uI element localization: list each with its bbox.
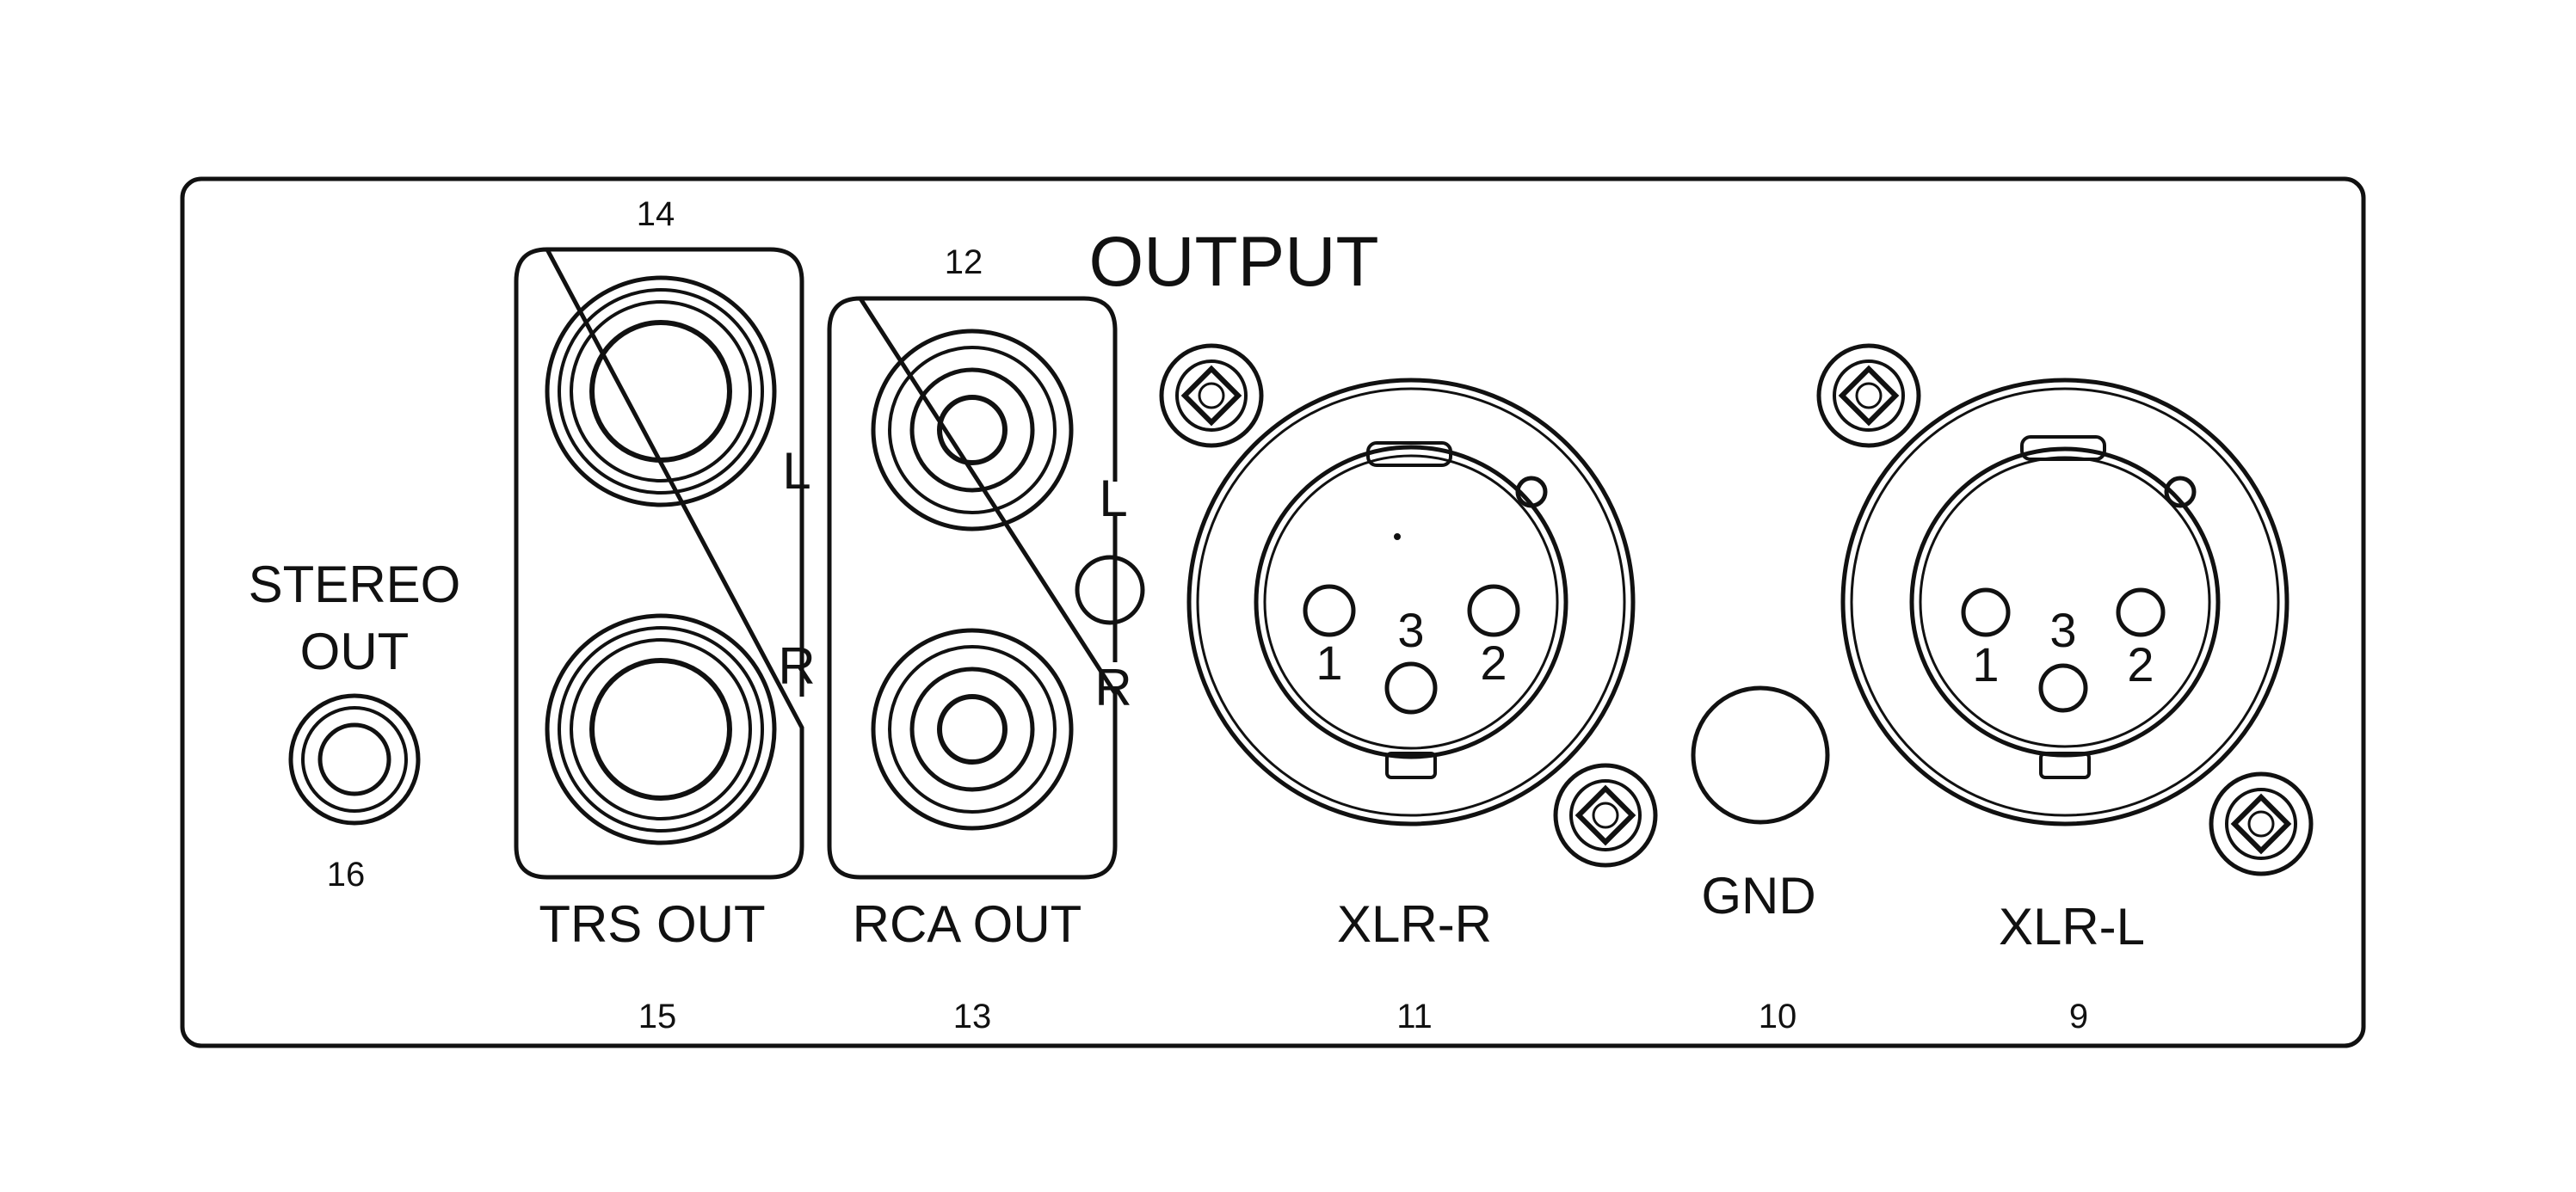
xlr-r-pin2: 2: [1480, 636, 1507, 690]
rca-out-left-marker: L: [1099, 470, 1127, 527]
trs-out-left-marker: L: [782, 442, 810, 500]
xlr-l-screw-bottom: [2211, 774, 2311, 874]
trs-out-number-bottom: 15: [638, 998, 677, 1035]
trs-out-frame: [514, 247, 804, 880]
stereo-out-label-line1: STEREO: [249, 556, 461, 613]
trs-out-group: 14 L R TRS OUT 15: [514, 195, 816, 1035]
xlr-r-screw-bottom: [1556, 765, 1655, 865]
stereo-out-number: 16: [327, 856, 366, 894]
rca-out-jack-right: [871, 628, 1074, 831]
xlr-l-screw-top: [1819, 346, 1919, 445]
panel-border: [180, 176, 2366, 1048]
stereo-out-jack: [288, 693, 421, 826]
rca-out-jack-left: [871, 329, 1074, 531]
xlr-l-label: XLR-L: [1999, 898, 2145, 955]
xlr-r-screw-top: [1162, 346, 1261, 445]
trs-out-jack-left: [545, 275, 777, 507]
xlr-r-pin1: 1: [1316, 636, 1342, 690]
panel-title: OUTPUT: [1088, 223, 1378, 301]
stereo-out-group: STEREO OUT 16: [249, 556, 461, 894]
xlr-r-label: XLR-R: [1337, 895, 1492, 953]
xlr-l-pin3: 3: [2049, 603, 2076, 657]
rca-out-small-hole: [1075, 555, 1145, 625]
stereo-out-label-line2: OUT: [300, 623, 410, 680]
rca-out-frame: [827, 296, 1118, 880]
xlr-r-connector: [1186, 378, 1636, 826]
xlr-l-pin2: 2: [2127, 637, 2154, 691]
trs-out-right-marker: R: [778, 637, 815, 695]
xlr-r-number: 11: [1396, 998, 1433, 1035]
trs-out-number-top: 14: [637, 195, 675, 233]
xlr-l-number: 9: [2069, 998, 2088, 1035]
gnd-terminal: [1691, 685, 1830, 825]
trs-out-jack-right: [545, 613, 777, 845]
xlr-l-connector: [1840, 378, 2289, 826]
xlr-l-group: 1 2 3 XLR-L 9: [1819, 346, 2311, 1035]
xlr-l-pin1: 1: [1972, 637, 1999, 691]
gnd-group: GND 10: [1691, 685, 1830, 1035]
xlr-r-group: 1 2 3 XLR-R 11: [1162, 346, 1655, 1035]
trs-out-label: TRS OUT: [539, 895, 765, 953]
rca-out-number-bottom: 13: [953, 998, 992, 1035]
xlr-r-pin3: 3: [1397, 603, 1424, 657]
gnd-label: GND: [1701, 867, 1815, 925]
rca-out-group: 12 L R RCA OUT 13: [827, 243, 1145, 1035]
rca-out-label: RCA OUT: [853, 895, 1082, 953]
rca-out-number-top: 12: [945, 243, 983, 281]
rca-out-right-marker: R: [1094, 659, 1131, 716]
gnd-number: 10: [1759, 998, 1797, 1035]
